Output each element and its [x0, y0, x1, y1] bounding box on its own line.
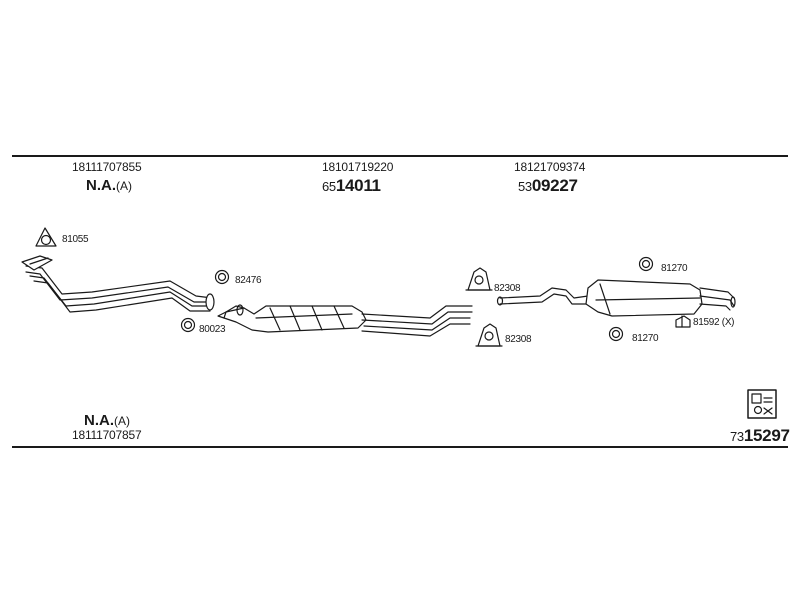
rubber-ring-icon-top [638, 256, 654, 272]
callout-81592: 81592 (X) [693, 317, 735, 328]
callout-82308-top: 82308 [494, 283, 521, 294]
callout-82476: 82476 [235, 275, 262, 286]
header-col1-label: N.A.(A) [86, 177, 132, 194]
header-col1-na-suffix: (A) [116, 179, 132, 193]
intermediate-pipe [361, 305, 473, 337]
callout-80023: 80023 [199, 324, 226, 335]
footer-code-prefix: 73 [730, 429, 744, 444]
header-col3-part-number: 18121709374 [514, 160, 586, 174]
header-col3-code-main: 09227 [531, 176, 578, 195]
callout-81270-top: 81270 [661, 263, 688, 274]
header-col3-code-prefix: 53 [518, 179, 532, 194]
footer-label: N.A.(A) [84, 412, 130, 429]
seal-ring-icon [180, 317, 196, 333]
bottom-rule [12, 446, 788, 448]
callout-81055: 81055 [62, 234, 89, 245]
top-rule [12, 155, 788, 157]
gasket-ring-icon [214, 269, 230, 285]
header-col2-code-prefix: 65 [322, 179, 336, 194]
service-symbol-icon [747, 389, 777, 419]
clamp-icon-top [465, 267, 493, 291]
header-col1-na: N.A. [86, 177, 116, 194]
center-silencer [217, 304, 367, 333]
clamp-icon-bottom [475, 323, 503, 347]
footer-na-suffix: (A) [114, 414, 130, 428]
rear-silencer [496, 279, 736, 317]
callout-82308-bottom: 82308 [505, 334, 532, 345]
header-col2-code-main: 14011 [335, 176, 381, 195]
front-pipe [21, 255, 215, 313]
footer-part-number: 18111707857 [72, 428, 142, 442]
header-col2-part-number: 18101719220 [322, 160, 394, 174]
footer-code: 7315297 [730, 426, 790, 446]
callout-81270-bottom: 81270 [632, 333, 659, 344]
footer-code-main: 15297 [743, 426, 790, 445]
footer-na: N.A. [84, 412, 114, 429]
header-col3-code: 5309227 [518, 176, 578, 196]
header-col1-part-number: 18111707855 [72, 160, 142, 174]
mount-icon [675, 315, 691, 328]
flange-icon [35, 227, 57, 247]
rubber-ring-icon-bottom [608, 326, 624, 342]
header-col2-code: 6514011 [322, 176, 381, 196]
